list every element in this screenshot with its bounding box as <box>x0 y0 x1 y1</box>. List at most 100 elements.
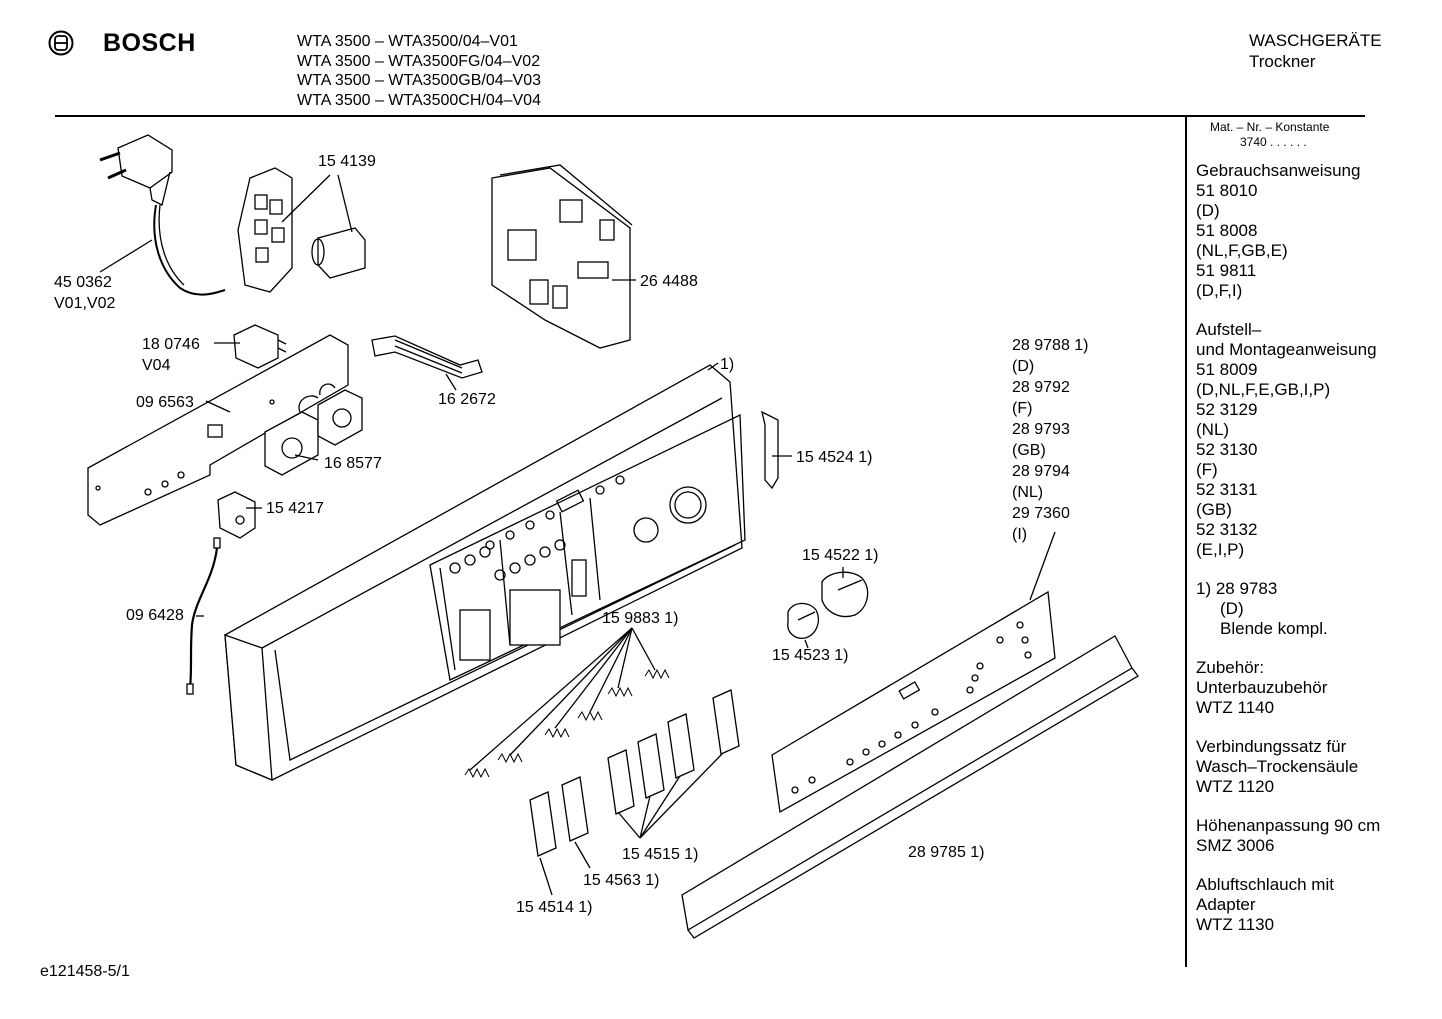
manual-group: Gebrauchsanweisung 51 8010 (D) 51 8008 (… <box>1196 161 1380 301</box>
sidebar-line: WTZ 1130 <box>1196 915 1275 934</box>
label-154522: 15 4522 1) <box>802 547 879 564</box>
sidebar-line: Verbindungssatz für <box>1196 737 1347 756</box>
part-number: 28 9794 <box>1012 463 1070 480</box>
part-number: 29 7360 <box>1012 505 1070 522</box>
accessory-group: Zubehör: Unterbauzubehör WTZ 1140 <box>1196 658 1380 718</box>
model-line: WTA 3500 – WTA3500/04–V01 <box>297 33 518 50</box>
sidebar-line: 51 8008 <box>1196 221 1258 240</box>
leader-line <box>205 400 231 413</box>
part-variant: (D) <box>1012 358 1035 375</box>
part-variant: (I) <box>1012 526 1028 543</box>
sidebar-line: (GB) <box>1196 500 1232 519</box>
mat-nr-value: 3740 . . . . . . <box>1240 135 1307 149</box>
label-264488: 26 4488 <box>640 273 698 290</box>
leader-line <box>707 362 719 371</box>
leader-line <box>99 239 153 273</box>
sidebar-line: 52 3130 <box>1196 440 1258 459</box>
panel-foil-drawing <box>771 590 1056 814</box>
part-number: 28 9793 <box>1012 421 1070 438</box>
sidebar-line: (NL) <box>1196 420 1230 439</box>
knob-small-drawing <box>787 602 820 639</box>
leader-line <box>574 841 591 869</box>
control-panel-drawing <box>224 364 746 782</box>
sidebar-line: (F) <box>1196 460 1218 479</box>
sidebar-line: Aufstell– <box>1196 320 1262 339</box>
leader-line <box>804 639 809 649</box>
potentiometer-drawing <box>264 383 363 476</box>
sensor-cable-drawing <box>186 537 221 695</box>
sidebar-line: Abluftschlauch mit <box>1196 875 1334 894</box>
part-variant: V04 <box>142 357 171 374</box>
model-line: WTA 3500 – WTA3500GB/04–V03 <box>297 72 541 89</box>
sensor-drawing <box>217 491 256 539</box>
sidebar-line: 52 3129 <box>1196 400 1258 419</box>
sidebar-line: WTZ 1120 <box>1196 777 1275 796</box>
sidebar-info: Gebrauchsanweisung 51 8010 (D) 51 8008 (… <box>1196 161 1380 954</box>
leader-line <box>469 627 633 771</box>
sidebar-line: Gebrauchsanweisung <box>1196 161 1361 180</box>
brand-name: BOSCH <box>103 29 196 57</box>
label-panel-note: 1) <box>720 356 735 373</box>
label-154217: 15 4217 <box>266 500 324 517</box>
part-number: 45 0362 <box>54 274 112 291</box>
label-289788: 28 9788 1) (D) 28 9792 (F) 28 9793 (GB) … <box>1012 335 1089 545</box>
part-variant: (NL) <box>1012 484 1044 501</box>
label-159883: 15 9883 1) <box>602 610 679 627</box>
part-variant: (GB) <box>1012 442 1046 459</box>
label-168577: 16 8577 <box>324 455 382 472</box>
label-154515: 15 4515 1) <box>622 846 699 863</box>
installation-group: Aufstell– und Montageanweisung 51 8009 (… <box>1196 320 1380 560</box>
knob-large-drawing <box>821 571 869 618</box>
bosch-logo-icon <box>48 30 74 56</box>
leader-line <box>445 373 457 391</box>
sidebar-line: (D,NL,F,E,GB,I,P) <box>1196 380 1331 399</box>
leader-line <box>639 795 651 839</box>
part-number: 28 9792 <box>1012 379 1070 396</box>
sidebar-divider <box>1185 117 1187 967</box>
part-number: 28 9788 1) <box>1012 337 1089 354</box>
category-subtitle: Trockner <box>1249 52 1316 71</box>
label-096563: 09 6563 <box>136 394 194 411</box>
sidebar-line: Unterbauzubehör <box>1196 678 1328 697</box>
leader-line <box>617 627 633 689</box>
leader-line <box>639 753 723 839</box>
sidebar-line: Adapter <box>1196 895 1256 914</box>
relay-drawing <box>233 324 287 369</box>
sidebar-line: Höhenanpassung 90 cm <box>1196 816 1381 835</box>
sidebar-line: WTZ 1140 <box>1196 698 1275 717</box>
label-154563: 15 4563 1) <box>583 872 660 889</box>
sidebar-line: Zubehör: <box>1196 658 1265 677</box>
sidebar-line: Wasch–Trockensäule <box>1196 757 1359 776</box>
sidebar-line: 1) 28 9783 <box>1196 579 1278 598</box>
category-block: WASCHGERÄTE Trockner <box>1249 30 1382 72</box>
category-title: WASCHGERÄTE <box>1249 31 1382 50</box>
leader-line <box>639 775 681 839</box>
model-line: WTA 3500 – WTA3500CH/04–V04 <box>297 91 541 109</box>
leader-line <box>281 174 331 223</box>
sidebar-line: (D) <box>1220 599 1244 618</box>
sidebar-line: und Montageanweisung <box>1196 340 1377 359</box>
leader-line <box>589 627 633 713</box>
clip-drawing <box>761 410 779 490</box>
leader-line <box>509 627 633 756</box>
fascia-drawing <box>681 635 1139 939</box>
sidebar-line: (E,I,P) <box>1196 540 1245 559</box>
part-variant: V01,V02 <box>54 295 116 312</box>
label-450362: 45 0362 V01,V02 <box>54 272 115 314</box>
drawing-code: e121458-5/1 <box>40 963 130 980</box>
leader-line <box>337 174 353 233</box>
leader-line <box>294 454 319 461</box>
label-180746: 18 0746 V04 <box>142 334 200 376</box>
model-list: WTA 3500 – WTA3500/04–V01 WTA 3500 – WTA… <box>297 32 541 110</box>
sidebar-line: SMZ 3006 <box>1196 836 1275 855</box>
connector-group: Verbindungssatz für Wasch–Trockensäule W… <box>1196 737 1380 797</box>
sidebar-line: (NL,F,GB,E) <box>1196 241 1288 260</box>
hose-group: Abluftschlauch mit Adapter WTZ 1130 <box>1196 875 1380 935</box>
leader-line <box>631 627 656 671</box>
electronic-module-drawing <box>491 164 633 349</box>
model-line: WTA 3500 – WTA3500FG/04–V02 <box>297 52 541 70</box>
springs-drawing <box>464 668 670 779</box>
height-group: Höhenanpassung 90 cm SMZ 3006 <box>1196 816 1380 856</box>
label-154523: 15 4523 1) <box>772 647 849 664</box>
label-289785: 28 9785 1) <box>908 844 985 861</box>
